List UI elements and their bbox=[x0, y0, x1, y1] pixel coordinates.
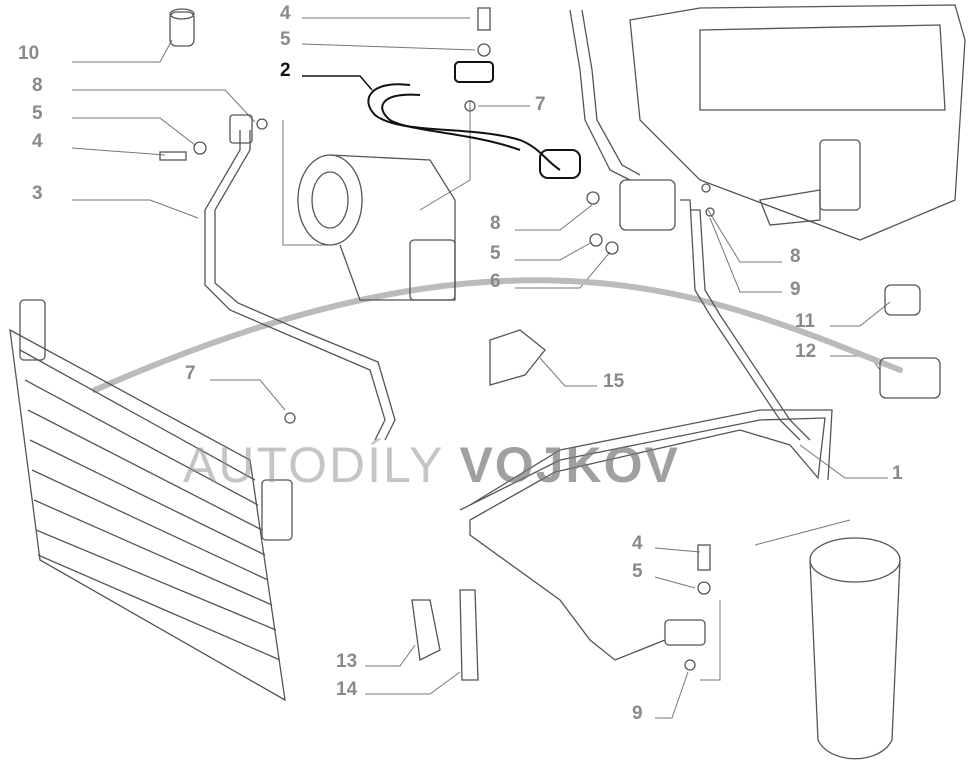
callout-8[interactable]: 8 bbox=[790, 246, 801, 267]
callout-12[interactable]: 12 bbox=[795, 341, 817, 362]
callout-1[interactable]: 1 bbox=[892, 463, 903, 484]
callout-10[interactable]: 10 bbox=[18, 43, 40, 64]
callout-6[interactable]: 6 bbox=[490, 271, 501, 292]
callout-7[interactable]: 7 bbox=[535, 94, 546, 115]
watermark: AUTODÍLY VOJKOV bbox=[183, 436, 680, 494]
callout-3[interactable]: 3 bbox=[32, 183, 43, 204]
callout-15[interactable]: 15 bbox=[603, 371, 625, 392]
callout-2[interactable]: 2 bbox=[280, 60, 291, 81]
part-10-plug bbox=[169, 8, 195, 47]
leader-lines bbox=[71, 17, 891, 719]
part-3-hose bbox=[204, 114, 396, 441]
callout-5[interactable]: 5 bbox=[490, 243, 501, 264]
callout-9[interactable]: 9 bbox=[632, 703, 643, 724]
callout-4[interactable]: 4 bbox=[280, 3, 291, 24]
callout-14[interactable]: 14 bbox=[336, 679, 358, 700]
callout-4[interactable]: 4 bbox=[632, 533, 643, 554]
callout-5[interactable]: 5 bbox=[280, 29, 291, 50]
callout-9[interactable]: 9 bbox=[790, 279, 801, 300]
condenser bbox=[9, 299, 293, 702]
watermark-swoosh bbox=[92, 277, 903, 393]
callout-5[interactable]: 5 bbox=[32, 103, 43, 124]
clips bbox=[411, 284, 941, 681]
callout-8[interactable]: 8 bbox=[32, 75, 43, 96]
callout-4[interactable]: 4 bbox=[32, 131, 43, 152]
part-2-hose bbox=[367, 61, 581, 179]
hvac-unit bbox=[629, 4, 966, 241]
compressor bbox=[297, 154, 456, 301]
fasteners bbox=[159, 7, 715, 671]
watermark-bold: VOJKOV bbox=[459, 437, 680, 493]
part-1-pipe bbox=[459, 409, 833, 661]
callout-5[interactable]: 5 bbox=[632, 561, 643, 582]
callout-7[interactable]: 7 bbox=[185, 363, 196, 384]
callout-8[interactable]: 8 bbox=[490, 213, 501, 234]
watermark-light: AUTODÍLY bbox=[183, 437, 444, 493]
high-pressure-pipe bbox=[569, 9, 811, 441]
callout-13[interactable]: 13 bbox=[336, 651, 358, 672]
callout-11[interactable]: 11 bbox=[795, 311, 816, 332]
receiver-drier bbox=[809, 537, 901, 760]
